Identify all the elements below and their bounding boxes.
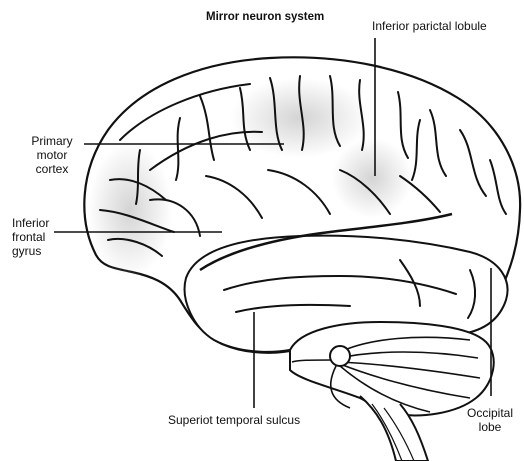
label-inferior-frontal-gyrus-line3: gyrus [12,244,72,258]
label-primary-motor-cortex-line1: Primary [26,134,78,148]
label-superior-temporal-sulcus: Superiot temporal sulcus [168,413,300,427]
label-occipital-lobe-line2: lobe [462,420,518,434]
cerebellum [290,322,494,415]
highlight-parietal [332,138,412,218]
label-inferior-frontal-gyrus: Inferior frontal gyrus [12,216,72,258]
cerebellum-center [330,346,350,366]
diagram-title: Mirror neuron system [206,10,324,24]
label-primary-motor-cortex-line3: cortex [26,162,78,176]
label-occipital-lobe: Occipital lobe [462,406,518,434]
label-inferior-frontal-gyrus-line1: Inferior [12,216,72,230]
label-primary-motor-cortex-line2: motor [26,148,78,162]
label-primary-motor-cortex: Primary motor cortex [26,134,78,176]
label-inferior-parietal-lobule: Inferior parictal lobule [372,19,487,33]
label-occipital-lobe-line1: Occipital [462,406,518,420]
label-inferior-frontal-gyrus-line2: frontal [12,230,72,244]
